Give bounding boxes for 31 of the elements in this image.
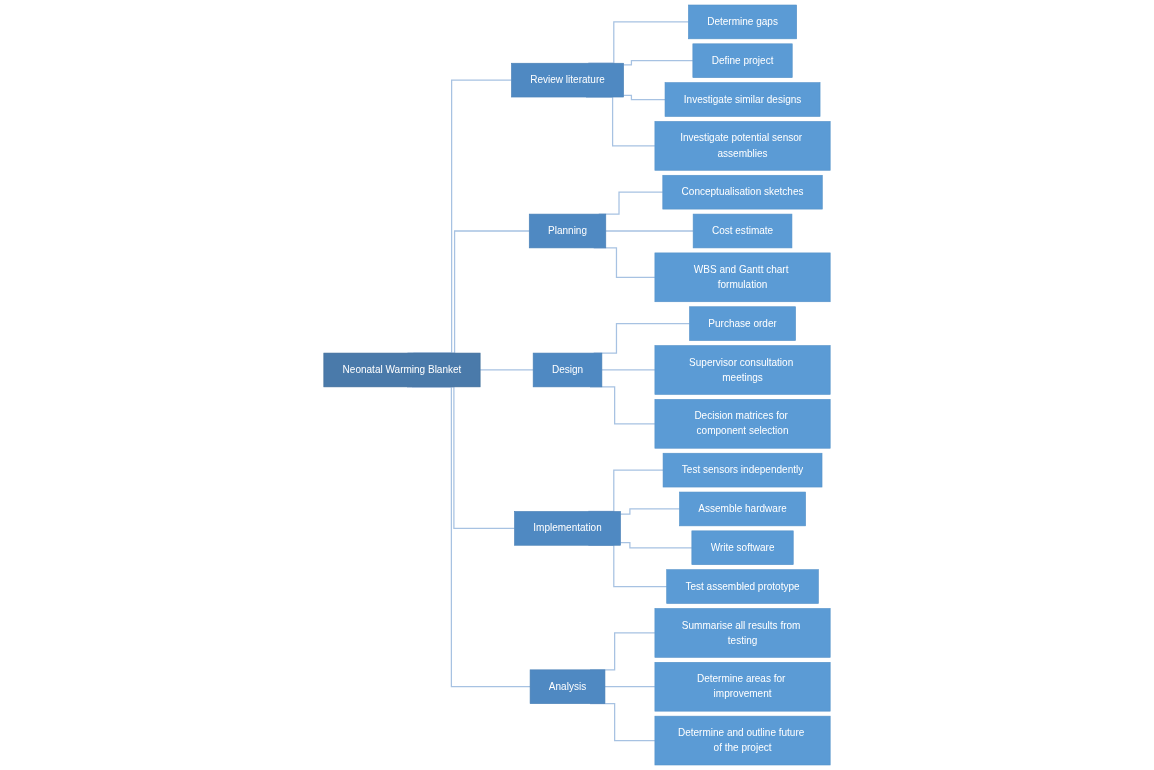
node-box: Determine gaps bbox=[688, 4, 797, 40]
node-box: Analysis bbox=[529, 669, 606, 704]
node-box: Planning bbox=[528, 213, 607, 249]
node-box: Write software bbox=[691, 530, 794, 565]
node-box: Supervisor consultation meetings bbox=[654, 345, 831, 395]
node-box: Purchase order bbox=[689, 306, 796, 341]
node-box: Implementation bbox=[514, 511, 621, 546]
node-box: Decision matrices for component selection bbox=[654, 399, 831, 449]
node-box: Test sensors independently bbox=[662, 452, 823, 488]
node-box: Define project bbox=[692, 43, 793, 78]
node-box: Design bbox=[532, 352, 603, 388]
node-box: Investigate similar designs bbox=[664, 82, 821, 117]
node-box: Neonatal Warming Blanket bbox=[323, 352, 481, 388]
node-box: Review literature bbox=[511, 62, 624, 98]
connector bbox=[605, 230, 694, 232]
node-box: Determine and outline future of the project bbox=[654, 715, 831, 766]
connector bbox=[479, 369, 534, 371]
connector bbox=[622, 94, 666, 101]
connector bbox=[619, 542, 693, 549]
node-box: Test assembled prototype bbox=[666, 569, 819, 604]
node-box: Assemble hardware bbox=[679, 491, 806, 527]
node-box: Determine areas for improvement bbox=[654, 662, 831, 712]
node-box: Investigate potential sensor assemblies bbox=[654, 121, 831, 171]
connector bbox=[604, 686, 656, 688]
node-box: Conceptualisation sketches bbox=[662, 174, 823, 210]
connector bbox=[619, 508, 681, 515]
connector bbox=[601, 369, 656, 371]
node-box: Cost estimate bbox=[692, 213, 793, 249]
connector bbox=[622, 60, 694, 66]
node-box: Summarise all results from testing bbox=[654, 608, 831, 658]
node-box: WBS and Gantt chart formulation bbox=[654, 252, 831, 303]
